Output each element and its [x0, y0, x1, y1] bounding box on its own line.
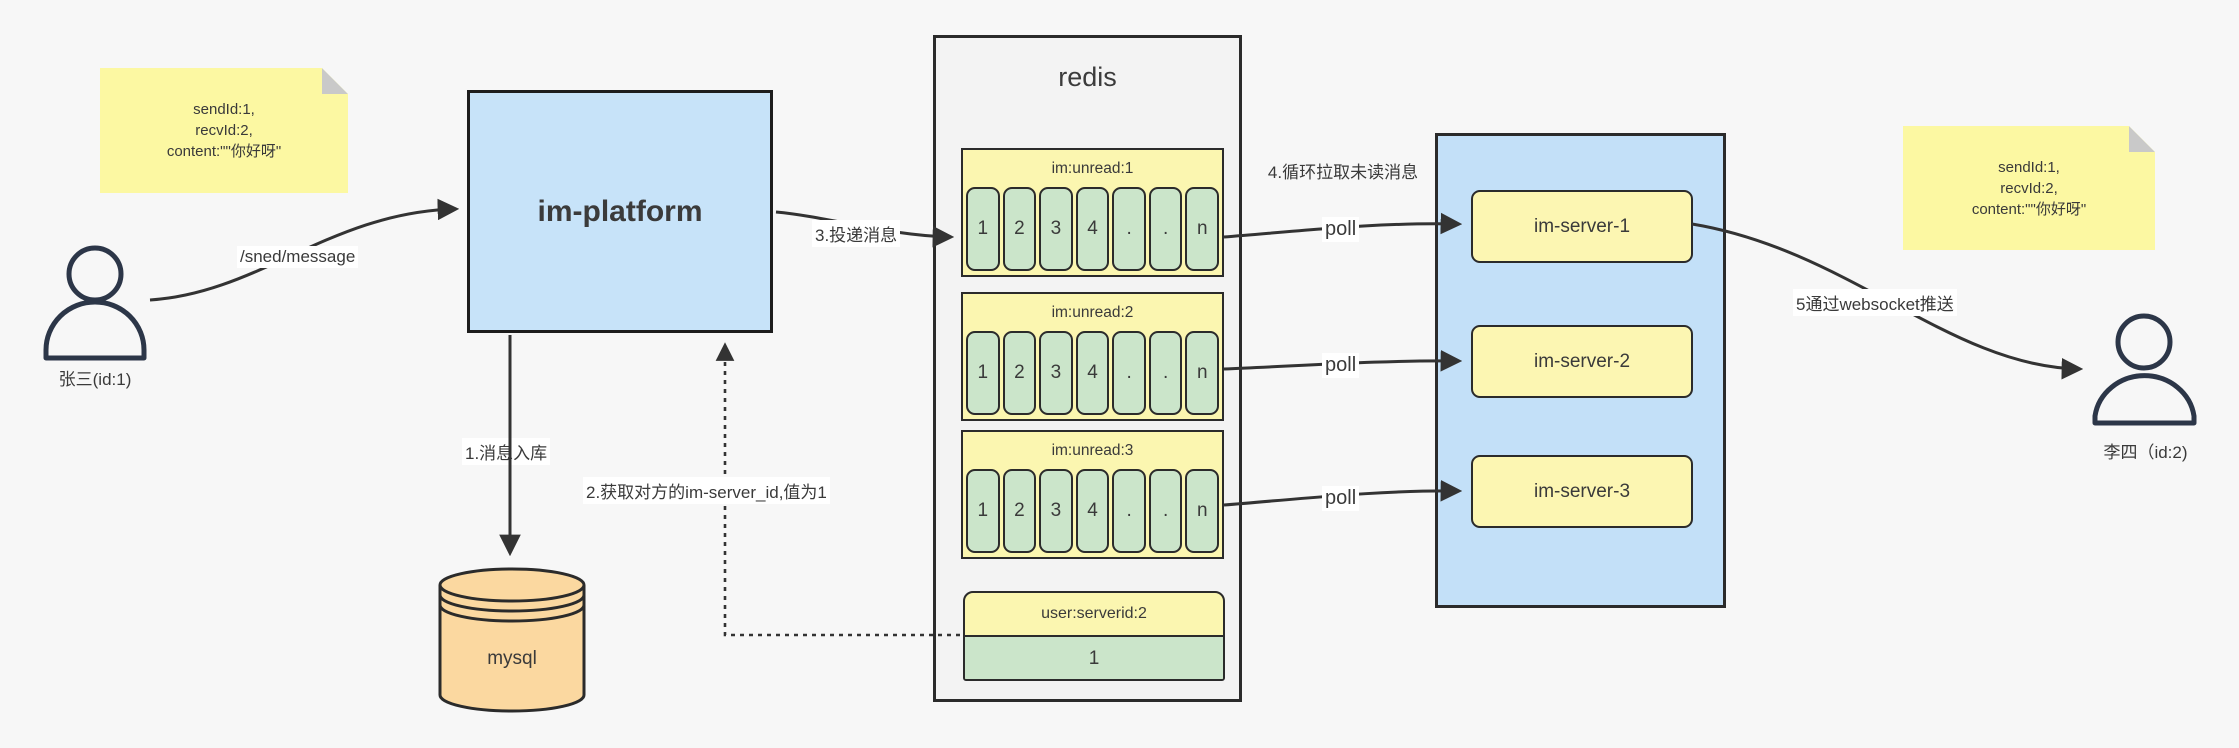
queue-cell: 1	[966, 187, 1000, 271]
flow-label-poll-2: poll	[1322, 353, 1360, 378]
queue-cell: 1	[966, 331, 1000, 415]
user-serverid-box: user:serverid:2 1	[963, 591, 1225, 681]
queue-cell: .	[1112, 331, 1146, 415]
queue-cell: 4	[1075, 331, 1110, 415]
queue-cells: 1 2 3 4 . . n	[963, 331, 1222, 419]
im-server-3-label: im-server-3	[1533, 480, 1631, 502]
flow-label-poll-3: poll	[1322, 486, 1360, 511]
user-serverid-value: 1	[965, 637, 1223, 679]
flow-label-step2: 2.获取对方的im-server_id,值为1	[583, 477, 830, 504]
flow-label-step3: 3.投递消息	[812, 220, 901, 247]
note-fold-icon	[322, 68, 348, 94]
note-line: recvId:2,	[195, 122, 253, 139]
sticky-note-right: sendId:1, recvId:2, content:""你好呀"	[1903, 126, 2155, 250]
queue-cell: 3	[1039, 331, 1073, 415]
queue-cell: .	[1148, 469, 1183, 553]
queue-cell: .	[1112, 469, 1146, 553]
flow-label-poll-1: poll	[1322, 217, 1360, 242]
queue-im-unread-3: im:unread:3 1 2 3 4 . . n	[961, 430, 1224, 559]
queue-im-unread-2: im:unread:2 1 2 3 4 . . n	[961, 292, 1224, 421]
queue-cell: .	[1148, 331, 1183, 415]
queue-cell: 4	[1075, 469, 1110, 553]
redis-title: redis	[1058, 62, 1117, 92]
mysql-label: mysql	[487, 648, 537, 669]
note-line: content:""你好呀"	[1971, 200, 2087, 218]
note-fold-icon	[2129, 126, 2155, 152]
im-server-1-label: im-server-1	[1533, 215, 1631, 237]
mysql-cylinder	[437, 566, 587, 719]
queue-cell: 2	[1002, 187, 1037, 271]
note-line: content:""你好呀"	[166, 143, 282, 160]
im-server-2-label: im-server-2	[1533, 350, 1631, 372]
queue-cell: 2	[1002, 331, 1037, 415]
sender-label: 张三(id:1)	[58, 370, 132, 389]
queue-label: im:unread:3	[1051, 441, 1134, 459]
queue-cell: .	[1148, 187, 1183, 271]
im-server-1-box: im-server-1	[1471, 190, 1693, 263]
im-server-2-box: im-server-2	[1471, 325, 1693, 398]
queue-cell: n	[1185, 331, 1220, 415]
sticky-note-left: sendId:1, recvId:2, content:""你好呀"	[100, 68, 348, 193]
redis-container: redis im:unread:1 1 2 3 4 . . n im:unrea…	[933, 35, 1242, 702]
queue-cell: .	[1112, 187, 1146, 271]
queue-cells: 1 2 3 4 . . n	[963, 187, 1222, 275]
flow-label-send: /sned/message	[237, 246, 359, 268]
queue-cell: n	[1185, 469, 1220, 553]
queue-cell: 3	[1039, 469, 1073, 553]
queue-cell: 2	[1002, 469, 1037, 553]
im-server-3-box: im-server-3	[1471, 455, 1693, 528]
queue-im-unread-1: im:unread:1 1 2 3 4 . . n	[961, 148, 1224, 277]
user-icon-receiver	[2088, 312, 2200, 432]
note-line: recvId:2,	[2000, 179, 2058, 197]
note-line: sendId:1,	[1998, 158, 2060, 176]
queue-label: im:unread:2	[1051, 303, 1134, 321]
im-platform-box: im-platform	[467, 90, 773, 333]
user-icon-sender	[40, 243, 150, 368]
im-server-cluster: im-server-1 im-server-2 im-server-3	[1435, 133, 1726, 608]
note-line: sendId:1,	[193, 101, 255, 118]
queue-label: im:unread:1	[1051, 159, 1134, 177]
user-serverid-label: user:serverid:2	[965, 593, 1223, 637]
queue-cell: n	[1185, 187, 1220, 271]
queue-cells: 1 2 3 4 . . n	[963, 469, 1222, 557]
queue-cell: 1	[966, 469, 1000, 553]
flow-label-step1: 1.消息入库	[462, 438, 551, 465]
queue-cell: 3	[1039, 187, 1073, 271]
flow-label-step5: 5通过websocket推送	[1793, 289, 1957, 316]
queue-cell: 4	[1075, 187, 1110, 271]
im-platform-label: im-platform	[537, 194, 703, 228]
receiver-label: 李四（id:2)	[2103, 443, 2188, 462]
flow-label-step4: 4.循环拉取未读消息	[1267, 163, 1419, 182]
